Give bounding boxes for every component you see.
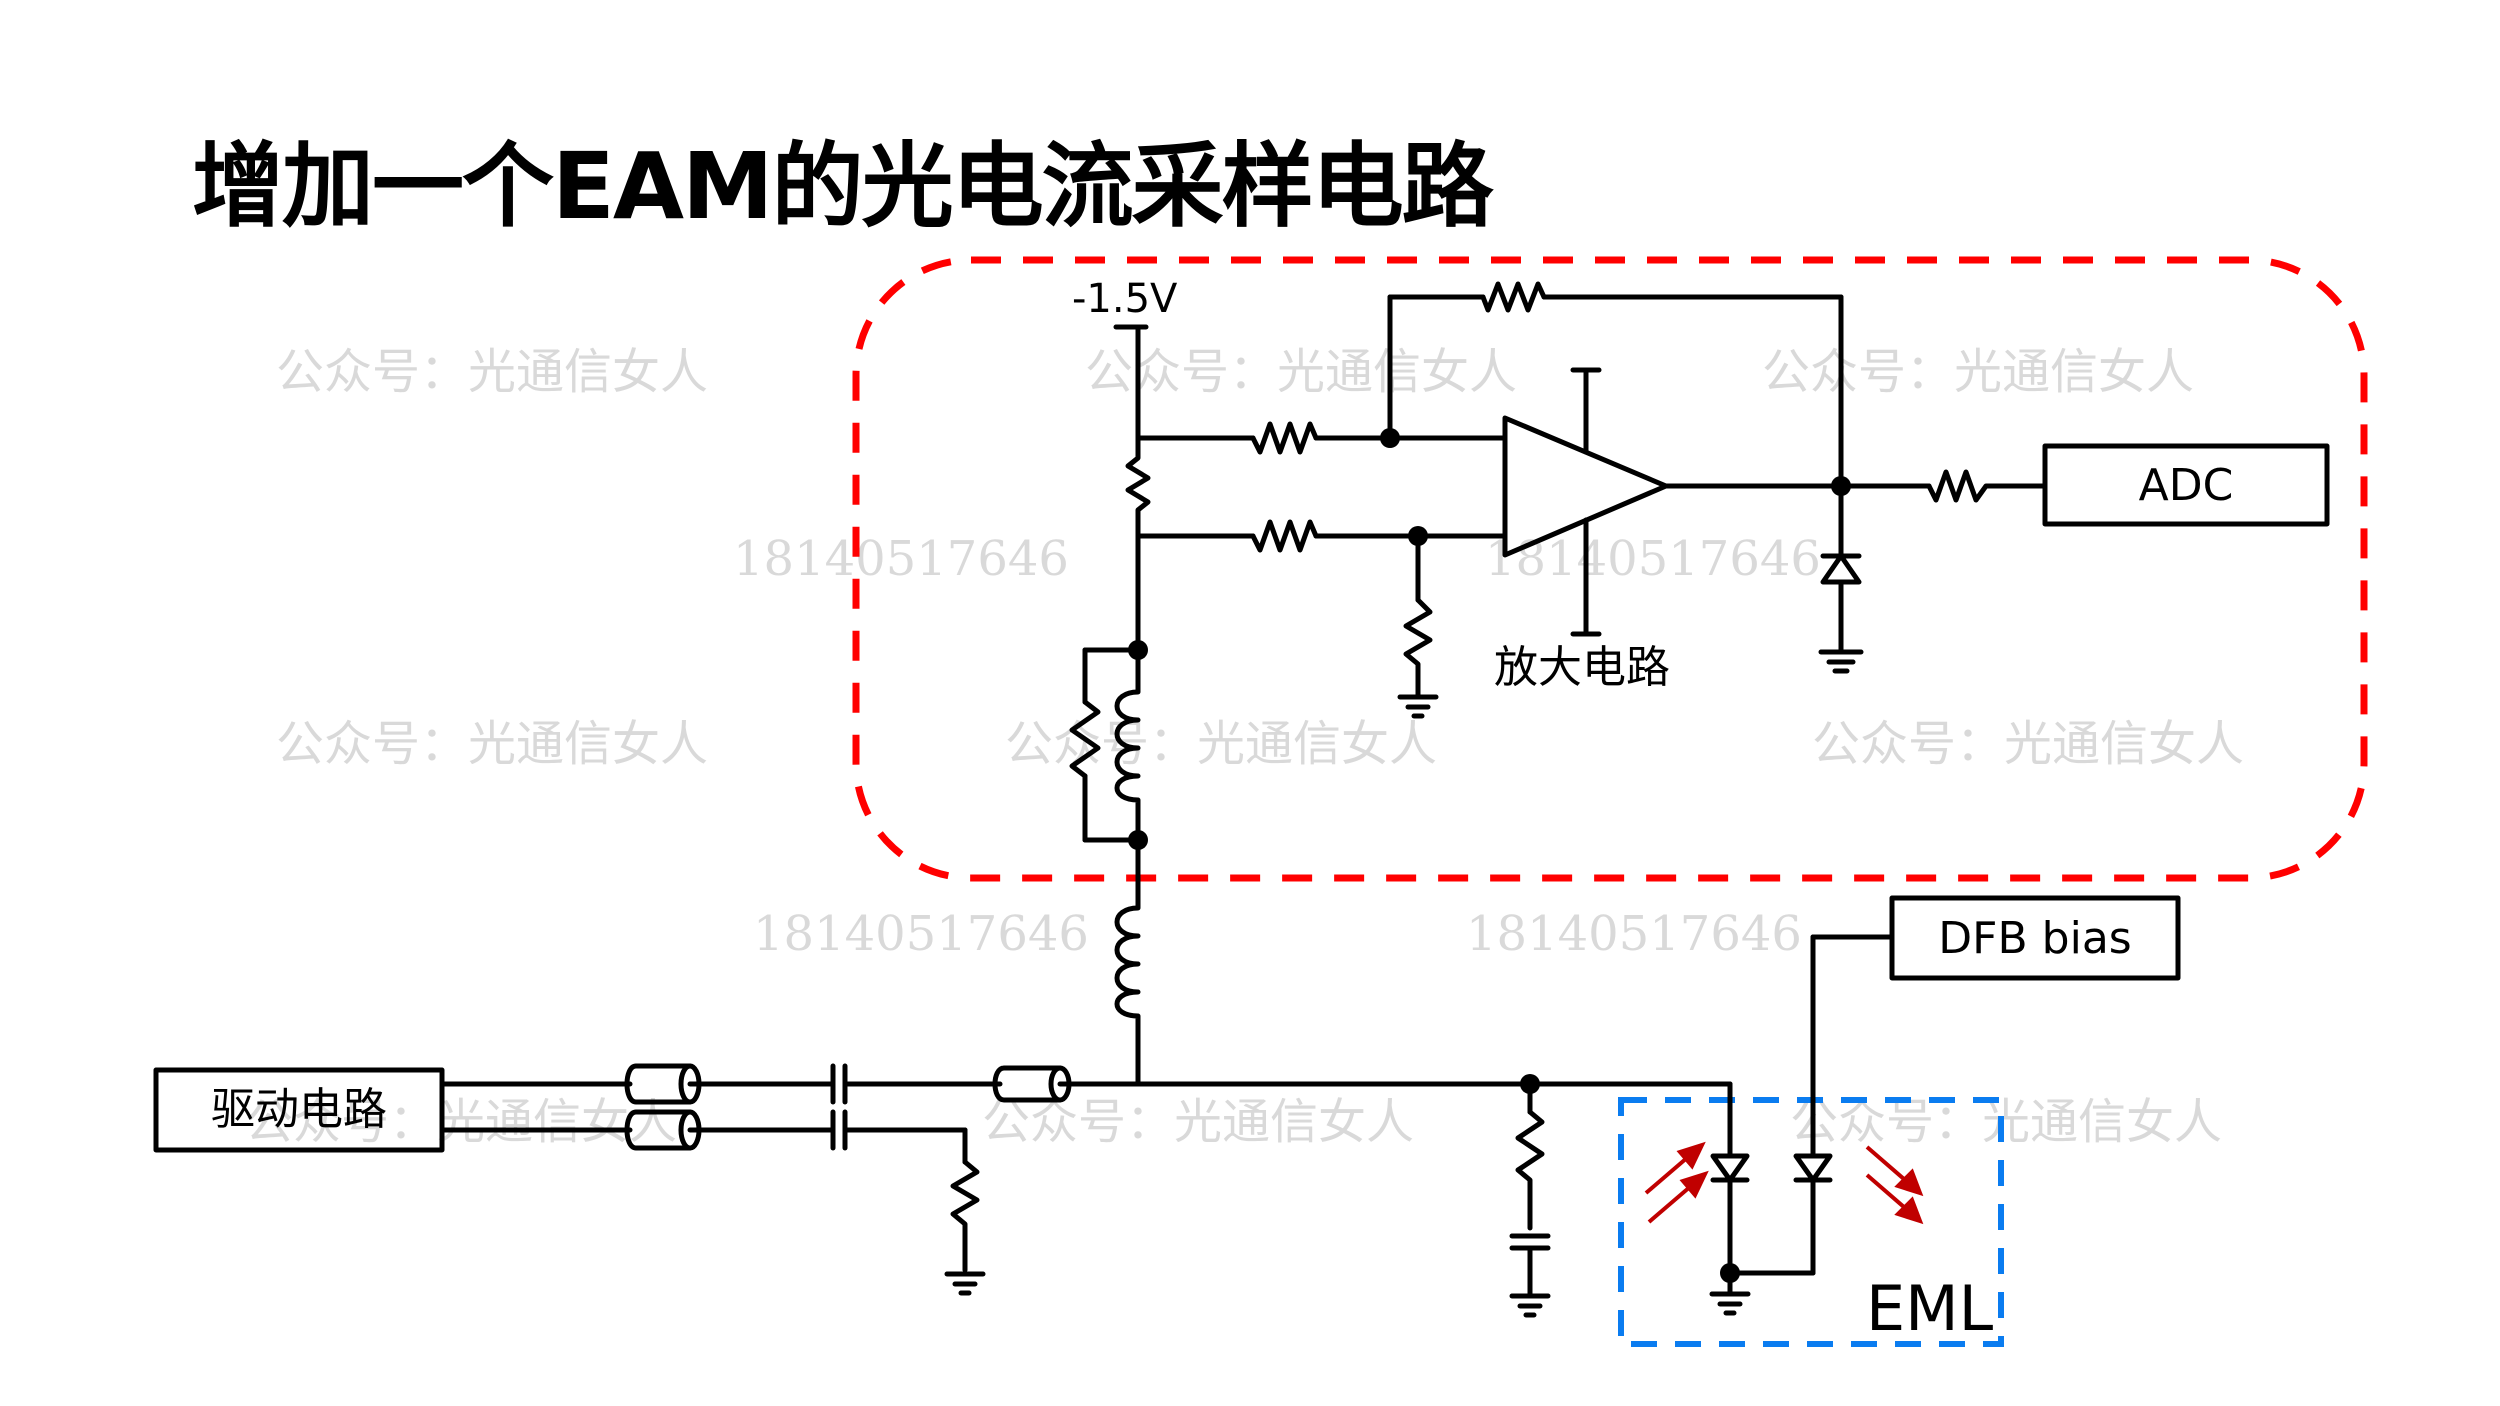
supply-terminal: -1.5V — [1072, 276, 1178, 441]
eam-photodiode — [1709, 1081, 1751, 1316]
watermark-account: 公众号：光通信女人 — [245, 1094, 677, 1150]
watermark-account: 公众号：光通信女人 — [276, 716, 708, 772]
watermark-account: 公众号：光通信女人 — [1812, 716, 2244, 772]
watermark-account: 公众号：光通信女人 — [1762, 344, 2194, 400]
ground-icon — [1397, 687, 1439, 719]
watermark-account: 公众号：光通信女人 — [1085, 344, 1517, 400]
rc-snubber — [1509, 1074, 1551, 1318]
supply-voltage-label: -1.5V — [1072, 276, 1178, 322]
driver-block — [153, 1067, 445, 1153]
driver-label: 驱动电路 — [211, 1084, 387, 1135]
choke-inductor — [1114, 837, 1141, 1087]
page-title: 增加一个EAM的光电流采样电路 — [192, 133, 1494, 240]
dfb-laser-diode — [1727, 934, 1895, 1276]
sense-resistor — [1125, 435, 1151, 539]
capacitor-icon — [830, 1063, 848, 1151]
parallel-resistor — [1069, 699, 1101, 779]
rf-path — [439, 1063, 1733, 1296]
watermark-account: 公众号：光通信女人 — [1790, 1094, 2222, 1150]
dfb-bias-block — [1889, 895, 2181, 981]
ground-resistor — [1403, 597, 1433, 693]
watermark-phone: 18140517646 — [733, 531, 1069, 587]
termination-resistor — [950, 1159, 980, 1273]
watermark-account: 公众号：光通信女人 — [982, 1094, 1414, 1150]
watermark-phone: 18140517646 — [753, 906, 1089, 962]
bias-tee-network — [1069, 533, 1148, 1087]
top-input-branch — [1135, 281, 1844, 489]
input-resistor-1 — [1250, 421, 1319, 455]
parallel-inductor — [1114, 647, 1141, 843]
watermark-phone: 18140517646 — [1466, 906, 1802, 962]
watermark-account: 公众号：光通信女人 — [1005, 716, 1437, 772]
adc-block — [2042, 443, 2330, 527]
adc-label: ADC — [2139, 460, 2234, 511]
adc-resistor — [1926, 469, 2048, 503]
watermark-account: 公众号：光通信女人 — [276, 344, 708, 400]
op-amp — [1502, 367, 1932, 637]
lower-input-branch — [1135, 519, 1508, 719]
coax-icon — [992, 1065, 1072, 1103]
ground-icon — [944, 1271, 986, 1296]
amplifier-label: 放大电路 — [1494, 642, 1670, 693]
clamp-diode — [1818, 483, 1864, 674]
watermarks: 公众号：光通信女人 公众号：光通信女人 公众号：光通信女人 1814051764… — [245, 344, 2244, 1150]
feedback-resistor — [1480, 281, 1547, 313]
dfb-bias-label: DFB bias — [1938, 913, 2131, 964]
light-arrows — [1644, 1141, 1924, 1225]
amplifier-region-box — [852, 256, 2368, 882]
eml-label: EML — [1866, 1272, 1994, 1345]
input-resistor-2 — [1250, 519, 1319, 553]
